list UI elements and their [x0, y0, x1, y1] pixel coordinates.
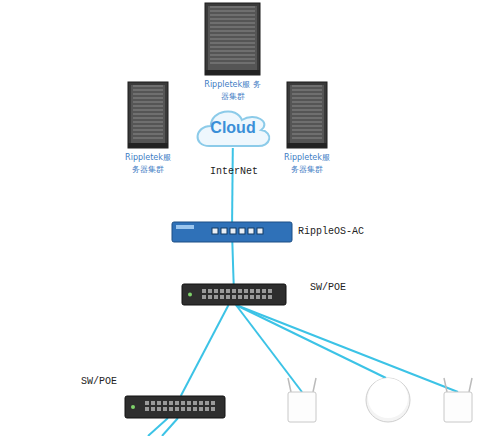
server-label: Rippletek服 务器集群	[204, 79, 261, 103]
network-link	[232, 242, 233, 284]
poe-switch-art	[125, 396, 225, 418]
device-label: SW/POE	[310, 282, 370, 294]
server-rack-art	[128, 82, 168, 148]
wall-ap	[444, 378, 472, 422]
poe-switch-art	[182, 284, 286, 305]
device-label: RippleOS-AC	[298, 226, 398, 238]
poe-switch: SW/POE	[182, 284, 286, 305]
server-label: Rippletek服 务器集群	[279, 152, 335, 176]
wall-ap	[288, 378, 316, 422]
poe-switch: SW/POE	[125, 396, 225, 418]
server-rack: Rippletek服 务器集群	[128, 82, 168, 148]
ceiling-ap	[366, 378, 410, 422]
ap-wire	[236, 305, 386, 378]
down-wire	[162, 418, 178, 436]
server-label: Rippletek服 务器集群	[120, 152, 176, 176]
ap-wire	[236, 305, 458, 392]
device-label: SW/POE	[81, 376, 141, 388]
network-link	[181, 305, 229, 396]
network-label: InterNet	[210, 166, 280, 178]
server-rack-art	[287, 82, 327, 148]
cloud-label: Cloud	[196, 118, 270, 138]
ac-controller-art	[172, 222, 292, 242]
server-rack: Rippletek服 务器集群	[287, 82, 327, 148]
ac-controller: RippleOS-AC	[172, 222, 292, 242]
cloud-shape: CloudInterNet	[196, 108, 270, 148]
server-rack-art	[205, 3, 260, 75]
server-rack: Rippletek服 务器集群	[205, 3, 260, 75]
network-link	[231, 148, 234, 222]
